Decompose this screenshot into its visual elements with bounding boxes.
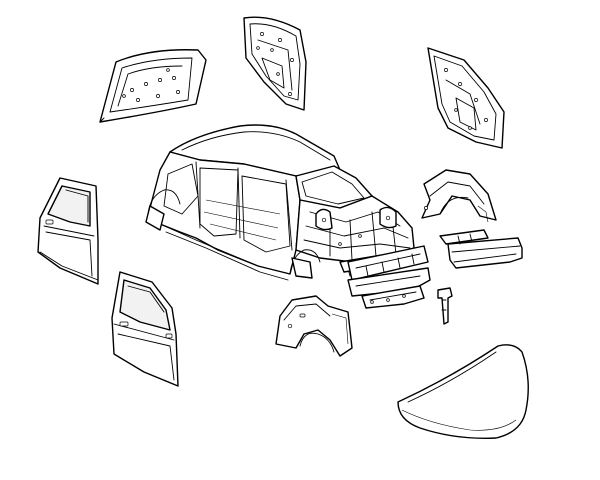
left-rear-door [37, 177, 99, 285]
right-front-fender [421, 169, 497, 223]
body-shell [145, 124, 417, 281]
front-bumper-beam [439, 229, 523, 269]
radiator-support [347, 245, 429, 281]
lower-crossmember [347, 267, 431, 309]
right-door-inner-panel [427, 47, 505, 149]
hood [397, 344, 529, 439]
rear-door-inner-panel [243, 16, 307, 111]
front-door-inner-panel [99, 49, 207, 123]
left-front-fender [275, 295, 353, 357]
hood-latch-bracket [437, 287, 453, 325]
left-front-door [111, 271, 179, 387]
